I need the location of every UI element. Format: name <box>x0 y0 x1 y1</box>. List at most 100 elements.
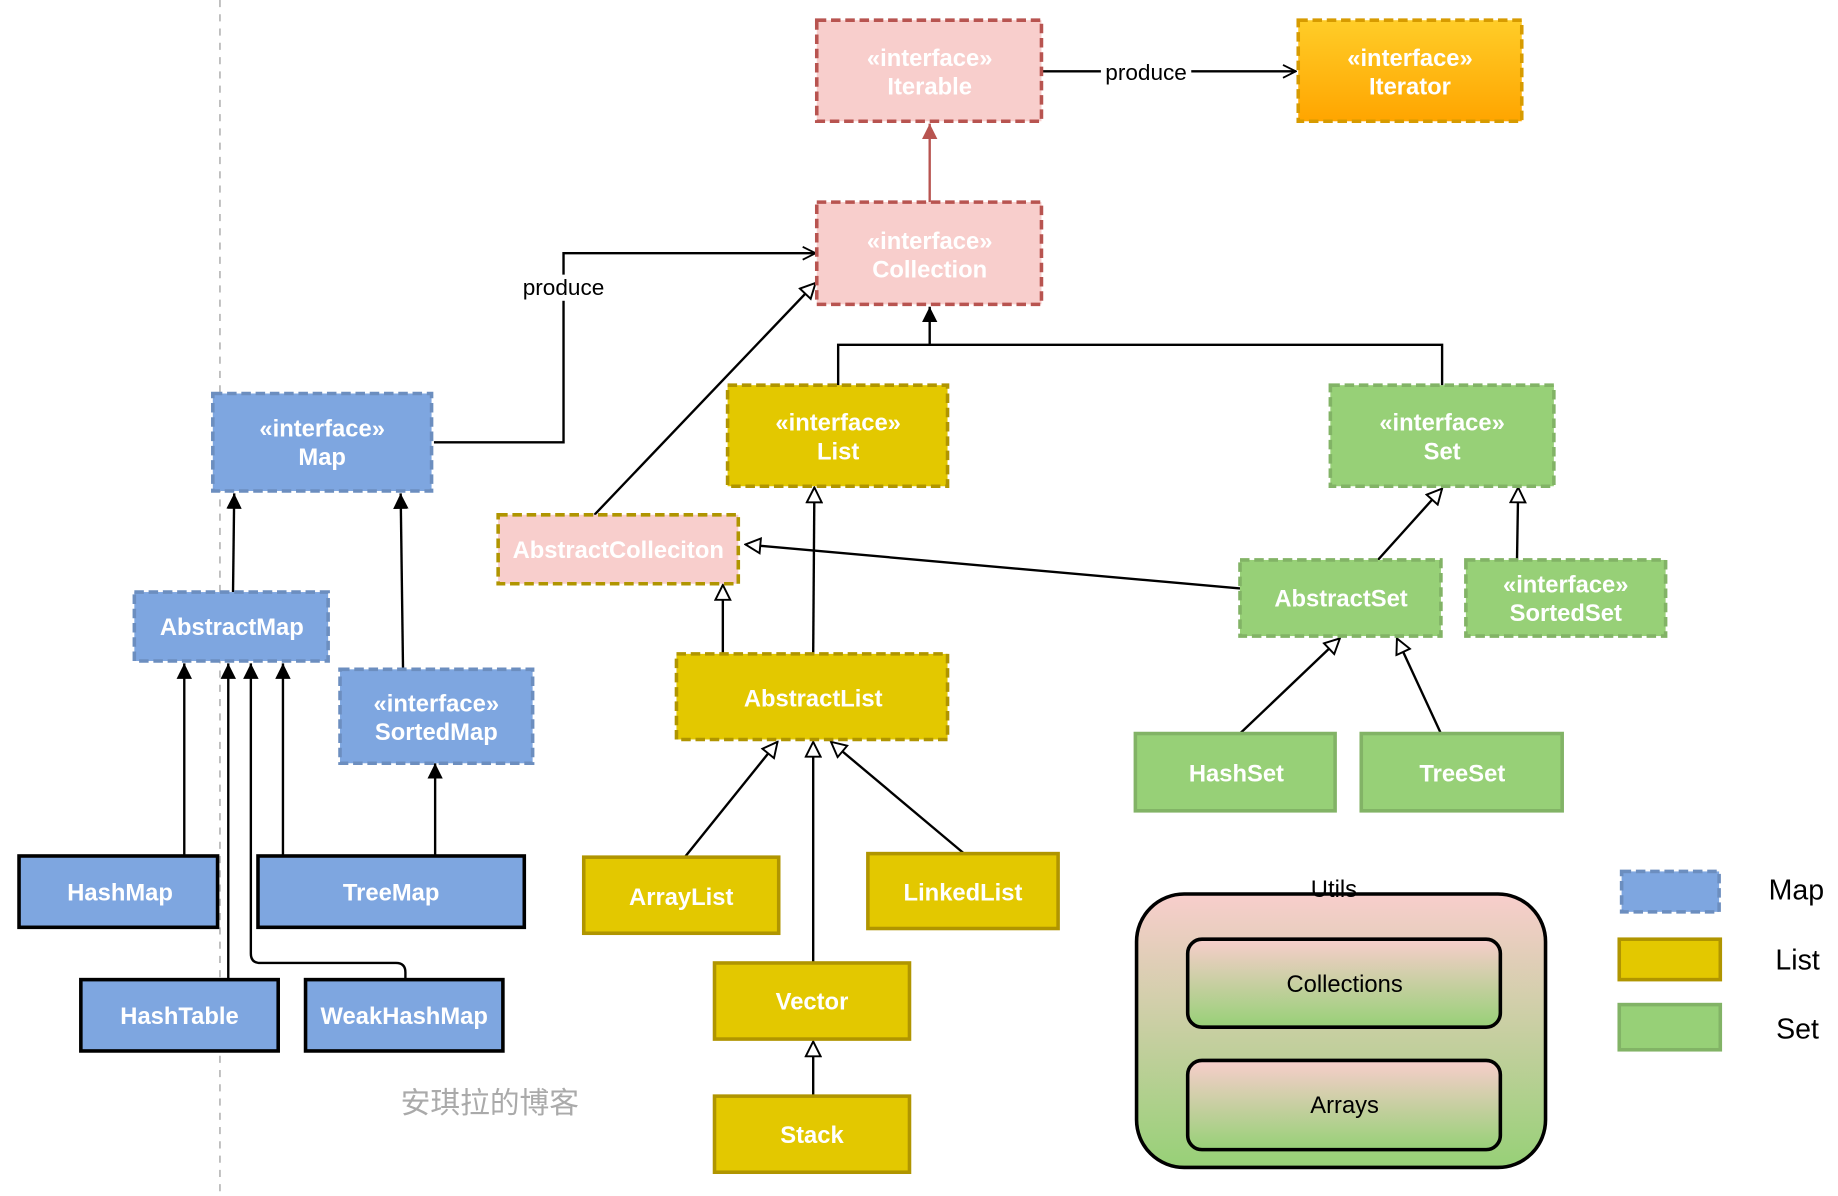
utils-item-collections: Collections <box>1286 971 1402 998</box>
node-set-box <box>1328 383 1556 489</box>
node-sorted-map-stereotype: «interface» <box>374 690 500 717</box>
edge-weakhashmap-to-abstractmap <box>243 663 407 980</box>
edge-map-to-collection <box>433 253 816 444</box>
node-linked-list: LinkedList <box>866 851 1060 931</box>
edge-sortedmap-to-map <box>393 493 409 670</box>
node-hash-table-box <box>79 977 280 1053</box>
legend-swatch-map <box>1619 869 1721 914</box>
node-set: «interface» Set <box>1328 383 1556 489</box>
node-abstract-set: AbstractSet <box>1238 558 1443 638</box>
legend-label-map: Map <box>1769 874 1824 906</box>
node-hash-map: HashMap <box>17 854 220 930</box>
node-abstract-map-box <box>132 590 330 663</box>
node-sorted-set: «interface» SortedSet <box>1464 558 1668 638</box>
node-abstract-set-box <box>1238 558 1443 638</box>
node-map-box <box>211 391 434 493</box>
node-array-list: ArrayList <box>581 855 781 936</box>
node-iterable: «interface» Iterable <box>814 18 1044 124</box>
node-tree-map: TreeMap <box>256 854 527 930</box>
node-tree-set-box <box>1359 731 1564 813</box>
edge-list-set-to-collection <box>836 343 1444 386</box>
node-set-stereotype: «interface» <box>1379 410 1505 437</box>
node-collection: «interface» Collection <box>814 200 1044 307</box>
node-sorted-map-box <box>338 667 535 766</box>
node-linked-list-name: LinkedList <box>904 879 1023 906</box>
node-hash-table-name: HashTable <box>120 1003 238 1030</box>
edge-label-produce-collection: produce <box>523 275 605 300</box>
node-collection-name: Collection <box>872 256 987 283</box>
node-list: «interface» List <box>725 383 950 489</box>
node-list-name: List <box>817 438 859 465</box>
edge-label-bg <box>1100 59 1192 86</box>
node-linked-list-box <box>866 851 1060 931</box>
edge-arraylist-to-abstractlist <box>683 742 778 858</box>
node-weak-hash-map: WeakHashMap <box>303 977 505 1053</box>
edge-sortedset-to-set <box>1517 487 1518 560</box>
node-sorted-set-stereotype: «interface» <box>1503 571 1629 598</box>
utils-item-arrays: Arrays <box>1310 1092 1379 1119</box>
node-collection-stereotype: «interface» <box>867 228 993 255</box>
edge-label-bg <box>518 274 609 301</box>
node-abstract-map-name: AbstractMap <box>160 614 304 641</box>
node-map-name: Map <box>298 444 346 471</box>
node-collection-box <box>814 200 1044 307</box>
edge-treeset-to-abstractset <box>1397 638 1442 735</box>
edge-hashset-to-abstractset <box>1239 638 1340 735</box>
node-list-stereotype: «interface» <box>775 410 901 437</box>
node-hash-set-box <box>1133 731 1337 813</box>
node-sorted-set-box <box>1464 558 1668 638</box>
node-abstract-collection-box <box>496 512 741 586</box>
node-hash-map-box <box>17 854 220 930</box>
node-list-box <box>725 383 950 489</box>
node-hash-set-name: HashSet <box>1189 760 1284 787</box>
node-vector-box <box>712 961 912 1041</box>
node-hash-set: HashSet <box>1133 731 1337 813</box>
utils-container: Utils Collections Arrays <box>1134 876 1548 1170</box>
node-array-list-box <box>581 855 781 936</box>
utils-title: Utils <box>1311 876 1357 903</box>
node-stack: Stack <box>712 1094 912 1175</box>
legend-label-list: List <box>1775 945 1819 977</box>
utils-item-arrays-box <box>1185 1058 1503 1152</box>
node-abstract-list: AbstractList <box>674 652 950 742</box>
node-weak-hash-map-box <box>303 977 505 1053</box>
node-iterator: «interface» Iterator <box>1296 18 1524 124</box>
node-iterator-stereotype: «interface» <box>1347 45 1473 72</box>
node-tree-map-name: TreeMap <box>343 879 439 906</box>
node-abstract-list-name: AbstractList <box>744 686 883 713</box>
node-abstract-map: AbstractMap <box>132 590 330 663</box>
legend-swatch-set <box>1617 1002 1723 1052</box>
node-abstract-list-box <box>674 652 950 742</box>
node-vector-name: Vector <box>776 989 849 1016</box>
node-tree-set-name: TreeSet <box>1419 760 1505 787</box>
node-map: «interface» Map <box>211 391 434 493</box>
edge-abstractcollection-to-collection <box>593 283 815 516</box>
legend: Map List Set <box>1617 869 1824 1052</box>
edge-abstractlist-to-list <box>813 487 814 654</box>
edge-label-produce-iterator: produce <box>1105 60 1187 85</box>
edge-linkedlist-to-abstractlist <box>831 742 965 855</box>
node-hash-table: HashTable <box>79 977 280 1053</box>
edge-abstractset-to-abstractcollection <box>745 545 1241 590</box>
node-weak-hash-map-name: WeakHashMap <box>321 1003 488 1030</box>
node-iterator-box <box>1296 18 1524 124</box>
watermark-text: 安琪拉的博客 <box>401 1086 579 1121</box>
node-iterator-name: Iterator <box>1369 73 1451 100</box>
node-vector: Vector <box>712 961 912 1041</box>
node-iterable-box <box>814 18 1044 124</box>
utils-item-collections-box <box>1185 937 1503 1029</box>
node-map-stereotype: «interface» <box>259 416 385 443</box>
node-tree-map-box <box>256 854 527 930</box>
node-array-list-name: ArrayList <box>629 884 733 911</box>
node-set-name: Set <box>1424 438 1461 465</box>
node-abstract-collection-name: AbstractColleciton <box>513 537 724 564</box>
node-stack-box <box>712 1094 912 1175</box>
node-hash-map-name: HashMap <box>67 879 173 906</box>
legend-swatch-list <box>1617 937 1723 982</box>
legend-label-set: Set <box>1776 1014 1819 1046</box>
node-iterable-stereotype: «interface» <box>867 45 993 72</box>
node-abstract-set-name: AbstractSet <box>1274 586 1407 613</box>
node-tree-set: TreeSet <box>1359 731 1564 813</box>
node-iterable-name: Iterable <box>887 73 972 100</box>
